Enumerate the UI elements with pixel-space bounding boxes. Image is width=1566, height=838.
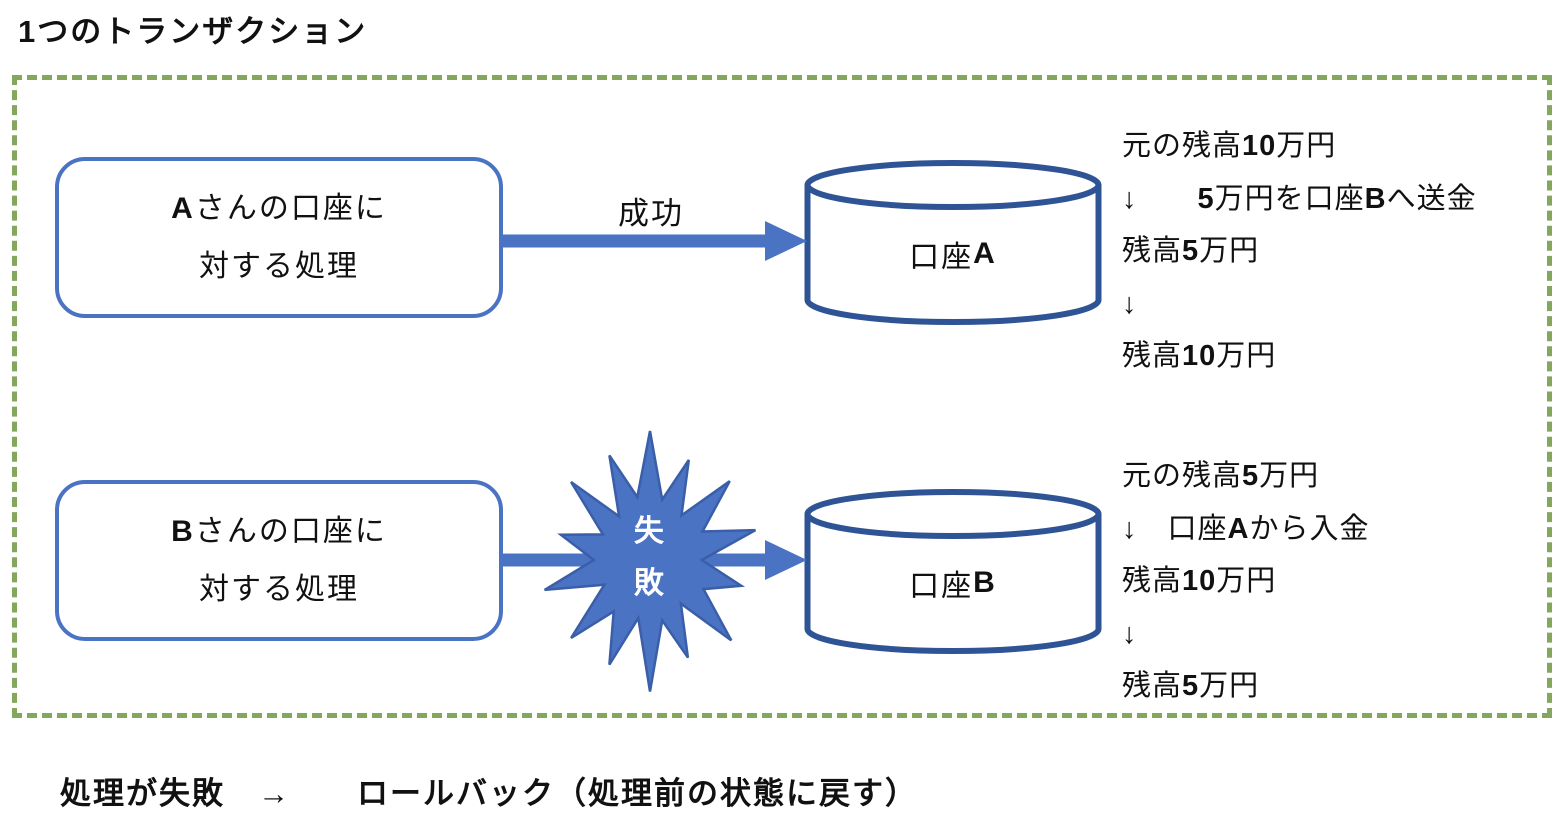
database-cylinder-icon xyxy=(804,160,1102,325)
process-box-a-label-line1: Aさんの口座に xyxy=(171,191,387,225)
note-line: ↓ 5万円を口座Bへ送金 xyxy=(1122,182,1477,215)
process-box-b: Bさんの口座に 対する処理 xyxy=(55,480,503,641)
note-line: 残高5万円 xyxy=(1122,235,1260,267)
process-box-a-label-line2: 対する処理 xyxy=(199,249,359,283)
note-line: 残高5万円 xyxy=(1122,670,1260,702)
transaction-frame xyxy=(12,75,1552,718)
note-line: ↓ xyxy=(1122,287,1138,320)
database-cylinder-icon xyxy=(804,489,1102,654)
failure-burst: 失敗 xyxy=(525,425,775,695)
arrow-b-head xyxy=(765,540,807,580)
note-line: 残高10万円 xyxy=(1122,565,1277,597)
explosion-icon xyxy=(543,430,757,692)
arrow-a xyxy=(503,221,807,261)
note-line: 元の残高5万円 xyxy=(1122,460,1320,492)
process-box-b-label-line2: 対する処理 xyxy=(199,572,359,606)
notes-a: 元の残高10万円 ↓ 5万円を口座Bへ送金 残高5万円 ↓ 残高10万円 xyxy=(1122,120,1562,383)
rollback-caption: 処理が失敗 → ロールバック（処理前の状態に戻す） xyxy=(60,776,918,811)
burst-label: 失敗 xyxy=(633,514,664,600)
note-line: 元の残高10万円 xyxy=(1122,130,1337,162)
note-line: ↓ xyxy=(1122,617,1138,650)
page-title: 1つのトランザクション xyxy=(18,14,368,49)
note-line: 残高10万円 xyxy=(1122,340,1277,372)
arrow-a-head xyxy=(765,221,807,261)
burst-shape xyxy=(543,430,757,692)
process-box-b-label-line1: Bさんの口座に xyxy=(171,514,387,548)
notes-b: 元の残高5万円 ↓ 口座Aから入金 残高10万円 ↓ 残高5万円 xyxy=(1122,450,1562,713)
arrow-a-shaft xyxy=(503,234,769,248)
process-box-a: Aさんの口座に 対する処理 xyxy=(55,157,503,318)
note-line: ↓ 口座Aから入金 xyxy=(1122,512,1370,545)
arrow-a-label: 成功 xyxy=(618,196,684,231)
